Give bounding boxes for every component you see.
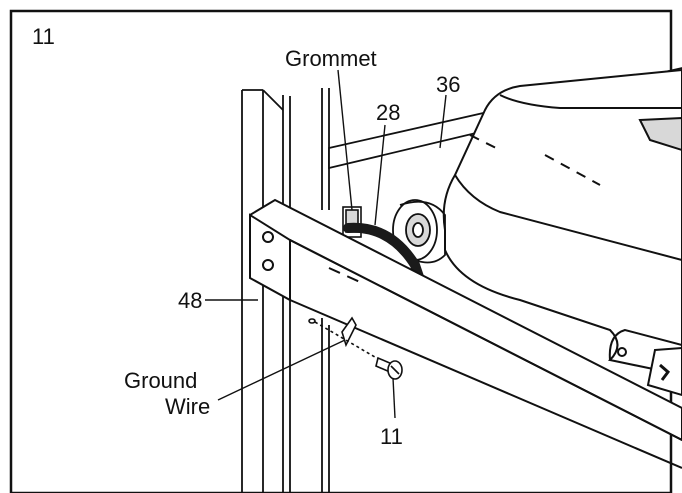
callout-part-48: 48	[178, 288, 202, 313]
callout-part-28: 28	[376, 100, 400, 125]
callout-ground-wire-line2: Wire	[165, 394, 210, 419]
callout-part-11: 11	[380, 424, 403, 449]
screw-11	[375, 356, 403, 380]
callout-grommet: Grommet	[285, 46, 377, 71]
wire-28	[343, 222, 425, 285]
leader-lines	[205, 69, 447, 419]
motor-hood	[442, 68, 682, 397]
step-number: 11	[32, 24, 55, 49]
callout-part-36: 36	[436, 72, 460, 97]
upright-frame	[241, 88, 330, 493]
callout-ground-wire-line1: Ground	[124, 368, 197, 393]
